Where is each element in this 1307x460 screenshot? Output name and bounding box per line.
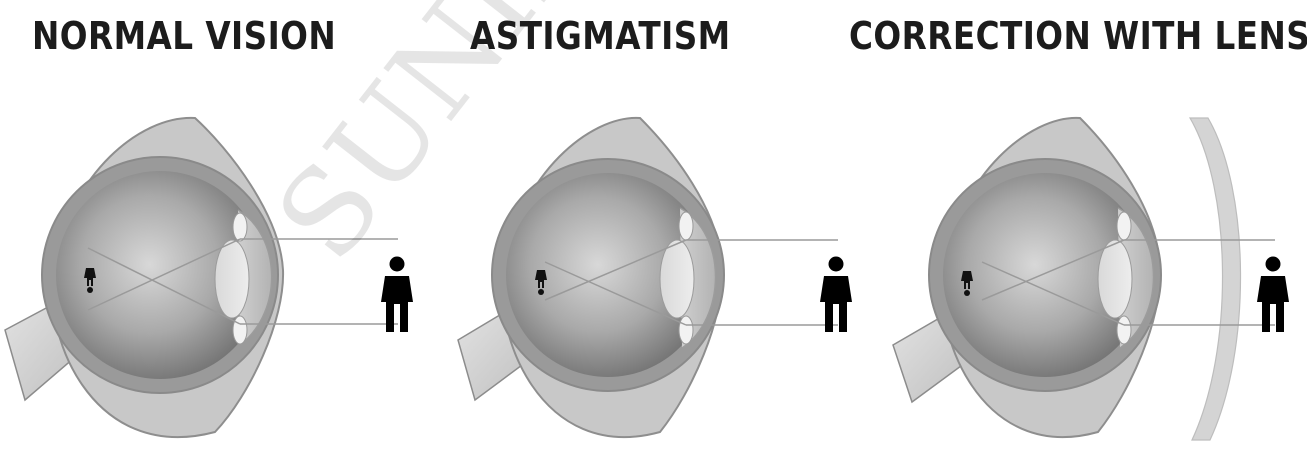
panel-normal-vision: [5, 118, 413, 437]
corrective-lens-icon: [1190, 118, 1241, 440]
eyeball-cross-section-icon: [893, 118, 1161, 437]
panel-correction-with-lens: [893, 118, 1289, 440]
panel-astigmatism: [458, 118, 852, 437]
title-astigmatism: ASTIGMATISM: [470, 14, 731, 58]
title-correction-with-lens: CORRECTION WITH LENS: [849, 14, 1307, 58]
person-figure-icon: [381, 257, 413, 333]
person-figure-icon: [820, 257, 852, 333]
title-normal-vision: NORMAL VISION: [32, 14, 336, 58]
eyeball-cross-section-icon: [458, 118, 724, 437]
person-figure-icon: [1257, 257, 1289, 333]
eyeball-cross-section-icon: [5, 118, 283, 437]
